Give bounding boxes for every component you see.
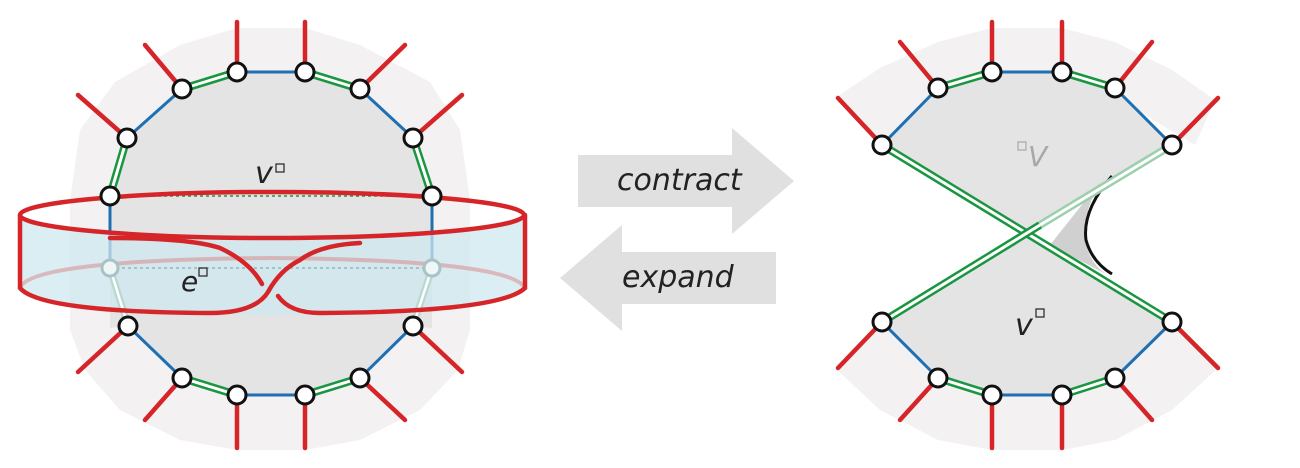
left-vertex-label: v (255, 156, 274, 191)
right-diagram: V v (835, 19, 1221, 451)
right-bottom-square-icon (1035, 308, 1045, 318)
right-top-square-icon (1017, 141, 1027, 151)
right-top-vertex-label: V (1028, 140, 1049, 173)
contract-label: contract (617, 163, 743, 198)
right-blue-edges (880, 70, 1174, 397)
left-vertex-square-icon (275, 163, 285, 173)
left-nodes (99, 61, 443, 406)
right-outer-face-top (835, 28, 1215, 145)
right-outer-face-bottom (835, 322, 1218, 450)
left-band-back (18, 255, 527, 290)
right-inner-face-bottom (882, 233, 1172, 395)
left-edge-square-icon (198, 267, 208, 277)
left-diagram: v e (17, 19, 528, 451)
right-curved-edge (1084, 175, 1114, 276)
left-band-outline (17, 189, 528, 316)
right-bottom-vertex-label: v (1015, 308, 1034, 343)
right-inner-face-top (882, 72, 1172, 233)
left-edge-label: e (181, 265, 198, 298)
expand-label: expand (622, 260, 735, 295)
expand-arrow: expand (560, 225, 776, 331)
contract-arrow: contract (578, 128, 794, 234)
right-nodes (871, 61, 1183, 406)
